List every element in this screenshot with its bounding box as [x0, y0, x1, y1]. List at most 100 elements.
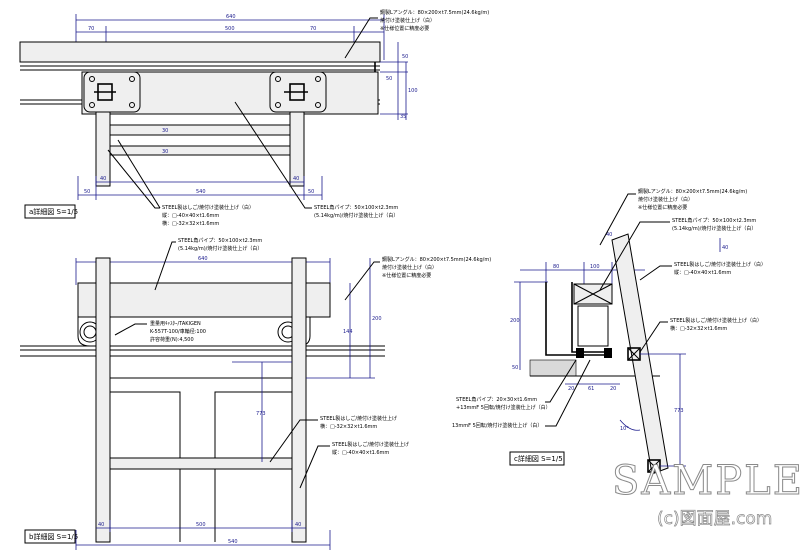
annotation-text: 縦：□-40×40×t1.6mm — [162, 212, 219, 219]
annotation-text: 540 — [228, 539, 238, 545]
annotation-text: 縦：□-40×40×t1.6mm — [332, 449, 389, 456]
annotation-text: 13mmF 5回転/焼付け塗装仕上げ（白） — [452, 422, 542, 429]
note-pipe-a: STEEL角パイプ：50×100×t2.3mm (5.14kg/m)/焼付け塗装… — [234, 101, 398, 219]
annotation-text: 横：□-32×32×t1.6mm — [162, 220, 219, 227]
annotation-text: STEEL製はしご/焼付け塗装仕上げ — [320, 415, 397, 422]
dim-text: 200 — [372, 316, 382, 322]
annotation-text: ※仕様位置に精度必要 — [638, 204, 687, 211]
annotation-text: 80 — [553, 264, 559, 270]
annotation-text: 鋼製Lアングル：80×200×t7.5mm(24.6kg/m) — [382, 256, 491, 263]
annotation-text: 許容荷重(N):4,500 — [150, 336, 194, 343]
annotation-text: STEEL製はしご/焼付け塗装仕上げ（白） — [670, 317, 762, 324]
ladder-post-right — [291, 257, 307, 543]
annotation-text: STEEL製はしご/焼付け塗装仕上げ（白） — [674, 261, 766, 268]
annotation-text: +13mmF 5回転/焼付け塗装仕上げ（白） — [456, 404, 551, 411]
view-c-title-box — [509, 451, 565, 466]
annotation-text: 50 — [512, 365, 518, 371]
dim-text: 50 — [402, 54, 408, 60]
annotation-text: STEEL製はしご/焼付け塗装仕上げ — [332, 441, 409, 448]
annotation-text: 焼付け塗装仕上げ（白） — [382, 264, 437, 271]
note-ladder-a: STEEL製はしご/焼付け塗装仕上げ（白） 縦：□-40×40×t1.6mm 横… — [107, 139, 254, 227]
bolt — [604, 348, 612, 358]
view-a-title: a詳細図 S=1/5 — [29, 207, 78, 216]
note-rung-b: STEEL製はしご/焼付け塗装仕上げ 横：□-32×32×t1.6mm — [269, 415, 397, 463]
note-ladder-v-c: STEEL製はしご/焼付け塗装仕上げ（白） 縦：□-40×40×t1.6mm — [639, 261, 766, 281]
dim-text: 30 — [162, 149, 168, 155]
bracket-plate-right — [269, 71, 327, 113]
bracket-section — [577, 305, 609, 347]
annotation-text: STEEL製はしご/焼付け塗装仕上げ（白） — [162, 204, 254, 211]
watermark-copyright: (c)図面屋.com — [657, 509, 772, 529]
dim-left: 70 — [88, 26, 94, 32]
annotation-text: 20 — [568, 386, 574, 392]
ladder-post-left — [95, 111, 111, 187]
angle-section — [545, 282, 612, 356]
view-b-title: b詳細図 S=1/5 — [29, 532, 78, 541]
annotation-text: 40 — [722, 245, 728, 251]
annotation-text: (5.14kg/m)/焼付け塗装仕上げ（白） — [314, 212, 398, 219]
annotation-text: STEEL角パイプ：50×100×t2.3mm — [314, 204, 398, 211]
annotation-text: STEEL角パイプ：20×30×t1.6mm — [456, 396, 537, 403]
annotation-text: STEEL角パイプ：50×100×t2.3mm — [178, 237, 262, 244]
annotation-text: 横：□-32×32×t1.6mm — [670, 325, 727, 332]
dim-text: 50 — [386, 76, 392, 82]
annotation-text: 焼付け塗装仕上げ（白） — [638, 196, 693, 203]
annotation-text: 40 — [606, 232, 612, 238]
annotation-text: 横：□-32×32×t1.6mm — [320, 423, 377, 430]
annotation-text: 鋼製Lアングル：80×200×t7.5mm(24.6kg/m) — [380, 9, 489, 16]
view-a-bottom-dimensions: 50 540 50 40 40 — [77, 176, 323, 200]
ladder-rung — [109, 145, 291, 156]
annotation-text: 40 — [98, 522, 104, 528]
annotation-text: 40 — [295, 522, 301, 528]
annotation-text: 200 — [510, 318, 520, 324]
annotation-text: 縦：□-40×40×t1.6mm — [674, 269, 731, 276]
annotation-text: 鋼製Lアングル：80×200×t7.5mm(24.6kg/m) — [638, 188, 747, 195]
view-b-detail: 640 773 144 200 40 — [20, 237, 491, 550]
annotation-text: STEEL角パイプ：50×100×t2.3mm — [672, 217, 756, 224]
annotation-text: K-557T-100/車輪径:100 — [150, 328, 206, 335]
view-a-side-dimensions: 50 100 35 50 — [380, 42, 418, 120]
annotation-text: ※仕様位置に精度必要 — [380, 25, 429, 32]
view-b-bottom-dimensions: 40 500 40 540 — [75, 520, 331, 550]
dim-total: 640 — [226, 14, 236, 20]
annotation-text: 重量用ｷｬｽﾀｰ/TAKIGEN — [150, 320, 201, 327]
note-caster: 重量用ｷｬｽﾀｰ/TAKIGEN K-557T-100/車輪径:100 許容荷重… — [114, 320, 206, 343]
annotation-text: 焼付け塗装仕上げ（白） — [380, 17, 435, 24]
dim-text: 30 — [162, 128, 168, 134]
dim-center: 500 — [225, 26, 235, 32]
annotation-text: 773 — [674, 408, 684, 414]
view-c-title: c詳細図 S=1/5 — [514, 454, 563, 463]
note-angle-b: 鋼製Lアングル：80×200×t7.5mm(24.6kg/m) 焼付け塗装仕上げ… — [344, 256, 491, 301]
ladder-post-right — [289, 111, 305, 187]
note-angle-c: 鋼製Lアングル：80×200×t7.5mm(24.6kg/m) 焼付け塗装仕上げ… — [599, 188, 747, 246]
bolt — [576, 348, 584, 358]
annotation-text: (5.14kg/m)/焼付け塗装仕上げ（白） — [672, 225, 756, 232]
dim-text: 144 — [343, 329, 353, 335]
note-angle-a: 鋼製Lアングル：80×200×t7.5mm(24.6kg/m) 焼付け塗装仕上げ… — [344, 9, 489, 59]
note-ladder-h-c: STEEL製はしご/焼付け塗装仕上げ（白） 横：□-32×32×t1.6mm — [639, 317, 762, 353]
dim-text: 100 — [408, 88, 418, 94]
ladder-rung — [109, 457, 293, 470]
annotation-text: ※仕様位置に精度必要 — [382, 272, 431, 279]
dim-text: 35 — [400, 114, 406, 120]
dim-text: 773 — [256, 411, 266, 417]
view-a-detail: 640 70 500 70 — [19, 9, 489, 227]
annotation-text: (5.14kg/m)/焼付け塗装仕上げ（白） — [178, 245, 262, 252]
note-bolt: 13mmF 5回転/焼付け塗装仕上げ（白） — [452, 359, 591, 429]
dim-text: 540 — [196, 189, 206, 195]
note-rail-b: STEEL製はしご/焼付け塗装仕上げ 縦：□-40×40×t1.6mm — [299, 441, 409, 489]
bracket-plate-left — [83, 71, 141, 113]
ladder-rung — [109, 124, 291, 136]
square-pipe-beam — [77, 282, 331, 318]
note-pipe-c: STEEL角パイプ：50×100×t2.3mm (5.14kg/m)/焼付け塗装… — [599, 217, 756, 291]
dim-right: 70 — [310, 26, 316, 32]
view-c-detail: 80 100 40 200 50 20 61 20 773 10° 40 — [452, 188, 766, 475]
floor-section — [529, 359, 577, 377]
dim-text: 50 — [84, 189, 90, 195]
annotation-text: 500 — [196, 522, 206, 528]
view-b-title-box — [24, 529, 76, 544]
dim-text: 50 — [308, 189, 314, 195]
dim-text: 40 — [293, 176, 299, 182]
annotation-text: 20 — [610, 386, 616, 392]
